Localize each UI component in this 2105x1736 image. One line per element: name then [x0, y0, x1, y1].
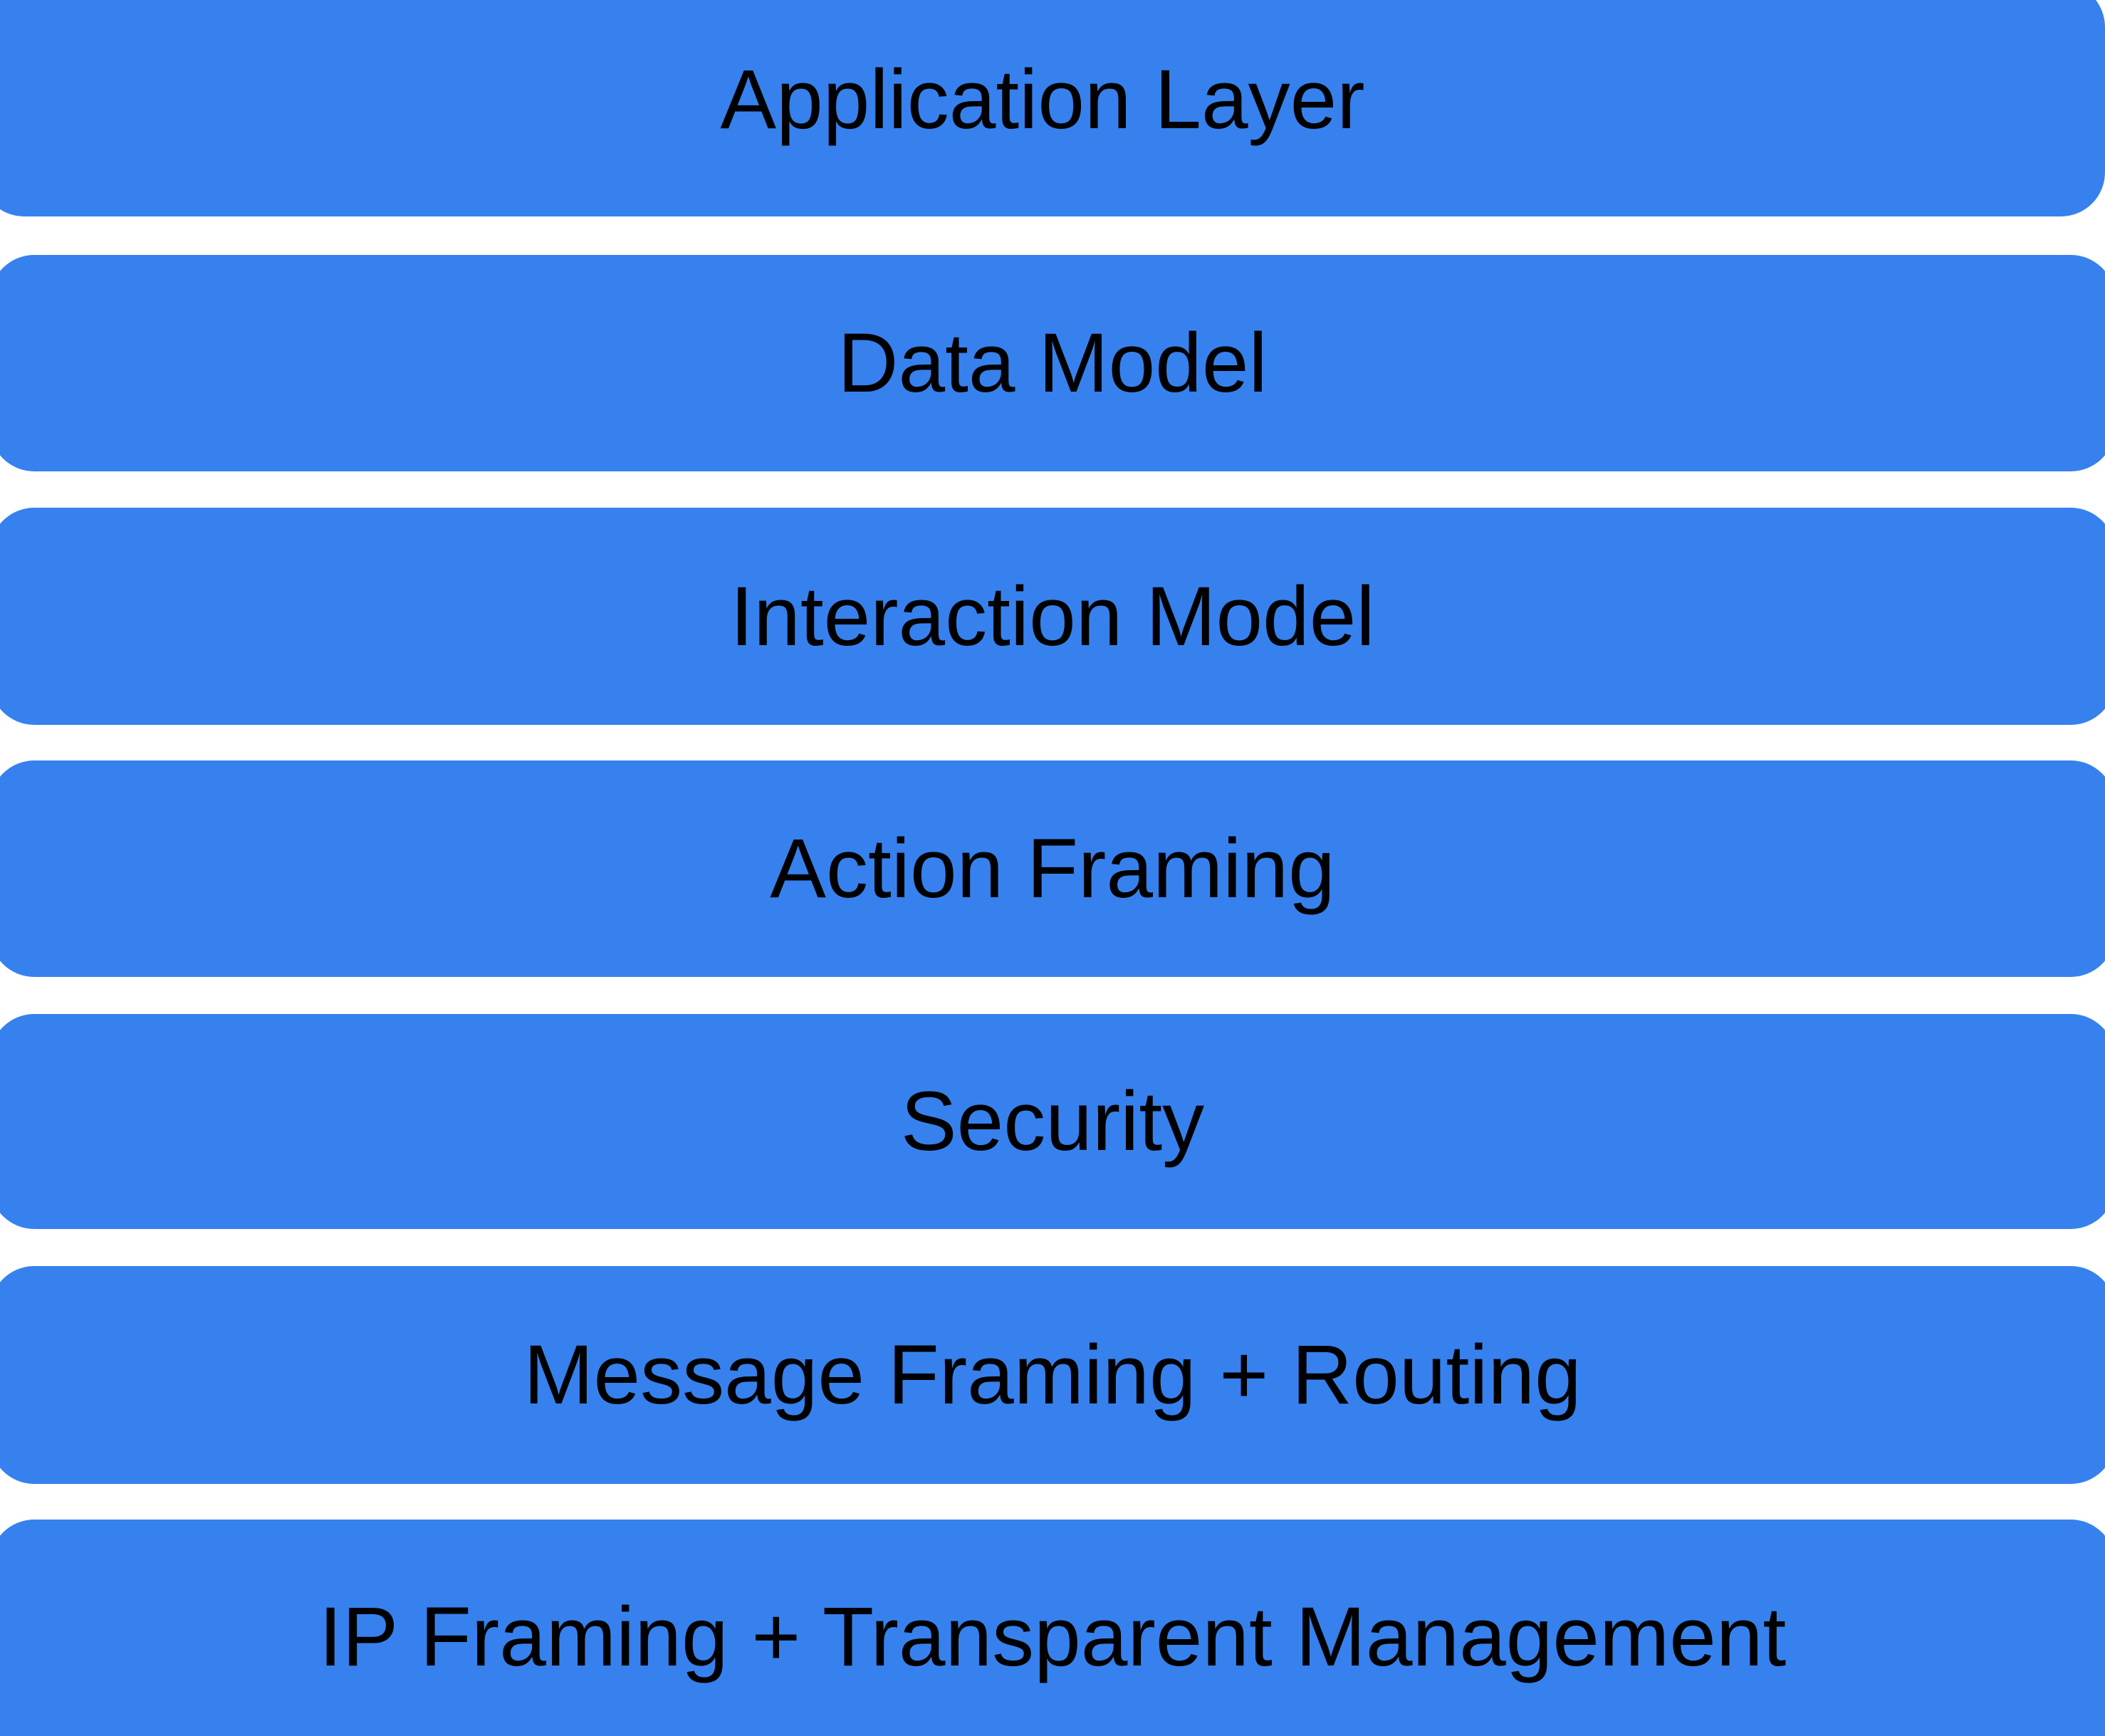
- layer-bar[interactable]: Message Framing + Routing: [0, 1266, 2105, 1484]
- layer-label: Data Model: [837, 316, 1268, 410]
- layer-label: Action Framing: [770, 822, 1335, 916]
- layer-label: Interaction Model: [730, 569, 1375, 664]
- layer-bar[interactable]: Application Layer: [0, 0, 2105, 216]
- layer-bar[interactable]: Interaction Model: [0, 508, 2105, 725]
- layer-bar[interactable]: Data Model: [0, 255, 2105, 471]
- layer-label: Security: [900, 1074, 1205, 1168]
- layer-label: IP Framing + Transparent Management: [318, 1590, 1787, 1684]
- layer-bar[interactable]: Action Framing: [0, 760, 2105, 977]
- layer-label: Message Framing + Routing: [523, 1328, 1582, 1422]
- layer-bar[interactable]: IP Framing + Transparent Management: [0, 1520, 2105, 1736]
- layer-label: Application Layer: [720, 53, 1365, 147]
- layer-bar[interactable]: Security: [0, 1014, 2105, 1229]
